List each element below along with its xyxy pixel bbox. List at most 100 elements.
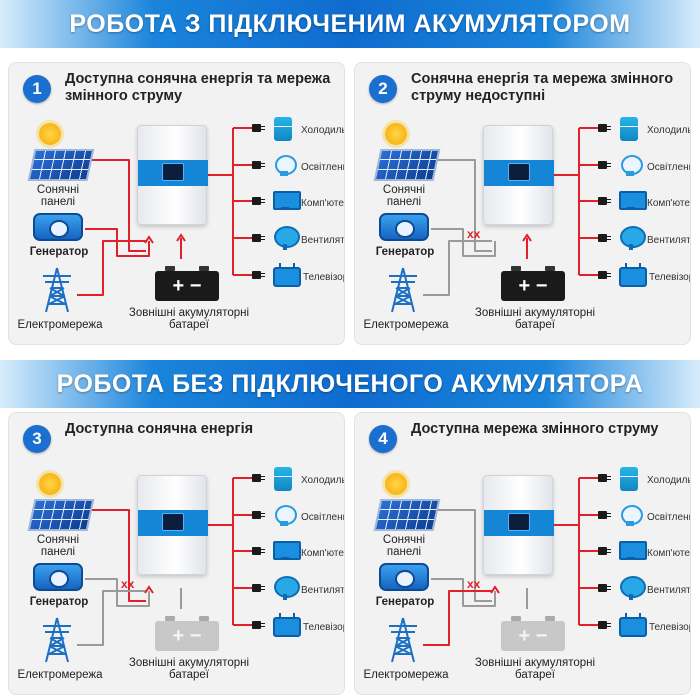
battery-icon: + − [501, 616, 565, 651]
generator-icon [379, 563, 429, 591]
plug-icon [598, 271, 611, 279]
solar-panel-icon [27, 149, 95, 181]
bulb-icon [275, 155, 297, 177]
grid-label: Електромережа [363, 669, 449, 681]
battery-icon: + − [501, 266, 565, 301]
inverter-screen [162, 513, 184, 531]
load-label: Телевізор [303, 622, 345, 633]
inverter-screen [508, 163, 530, 181]
load-label: Освітлення [647, 512, 690, 523]
banner-without-battery: РОБОТА БЕЗ ПІДКЛЮЧЕНОГО АКУМУЛЯТОРА [0, 360, 700, 408]
wire [431, 578, 496, 607]
fridge-icon [274, 467, 292, 491]
grid-label: Електромережа [17, 669, 103, 681]
generator-icon [33, 563, 83, 591]
wiring-diagram [423, 127, 598, 296]
load-label: Холодильник [301, 475, 345, 486]
load-label: Комп'ютери [301, 548, 344, 559]
generator-label: Генератор [29, 596, 89, 608]
battery-label: Зовнішні акумуляторні батареї [474, 657, 596, 681]
plug-icon [598, 161, 611, 169]
plug-icon [598, 511, 611, 519]
battery-symbol: + − [518, 275, 548, 297]
scenario-number: 1 [23, 75, 51, 103]
load-label: Комп'ютери [647, 198, 690, 209]
load-label: Вентилятори [301, 235, 345, 246]
plug-icon [252, 474, 265, 482]
solar-label: Сонячні панелі [36, 534, 80, 558]
computer-icon [619, 541, 647, 561]
fan-icon [620, 576, 646, 600]
fridge-icon [620, 467, 638, 491]
scenario-number: 3 [23, 425, 51, 453]
tv-icon [619, 263, 647, 287]
load-label: Комп'ютери [647, 548, 690, 559]
battery-symbol: + − [518, 625, 548, 647]
wire [91, 159, 146, 252]
battery-symbol: + − [172, 275, 202, 297]
generator-label: Генератор [29, 246, 89, 258]
load-label: Холодильник [301, 125, 345, 136]
bulb-icon [621, 155, 643, 177]
plug-icon [598, 124, 611, 132]
flow-arrow [144, 585, 154, 594]
inverter-screen [162, 163, 184, 181]
solar-panel-icon [373, 499, 441, 531]
sun-icon [39, 123, 61, 145]
plug-icon [598, 584, 611, 592]
inverter-icon [137, 125, 208, 225]
solar-panel-icon [373, 149, 441, 181]
scenario-number: 2 [369, 75, 397, 103]
power-tower-icon [389, 267, 417, 313]
wire [91, 509, 146, 602]
scenario-panel-4: 4 Доступна мережа змінного струму Сонячн… [354, 412, 691, 695]
plug-icon [252, 124, 265, 132]
load-label: Телевізор [649, 622, 691, 633]
inverter-icon [137, 475, 208, 575]
solar-label: Сонячні панелі [36, 184, 80, 208]
scenario-title: Доступна мережа змінного струму [411, 421, 659, 437]
computer-icon [619, 191, 647, 211]
scenario-panel-2: 2 Сонячна енергія та мережа змінного стр… [354, 62, 691, 345]
blocked-mark: xx [467, 577, 481, 591]
power-tower-icon [43, 617, 71, 663]
generator-icon [379, 213, 429, 241]
fan-icon [274, 226, 300, 250]
plug-icon [252, 584, 265, 592]
plug-icon [252, 511, 265, 519]
battery-symbol: + − [172, 625, 202, 647]
flow-arrow [144, 235, 154, 244]
solar-label: Сонячні панелі [382, 184, 426, 208]
fridge-icon [274, 117, 292, 141]
scenario-panel-1: 1 Доступна сонячна енергія та мережа змі… [8, 62, 345, 345]
solar-panel-icon [27, 499, 95, 531]
load-label: Освітлення [301, 162, 344, 173]
tv-icon [273, 263, 301, 287]
battery-label: Зовнішні акумуляторні батареї [474, 307, 596, 331]
load-label: Холодильник [647, 125, 691, 136]
bulb-icon [621, 505, 643, 527]
blocked-mark: xx [121, 577, 135, 591]
plug-icon [598, 621, 611, 629]
battery-label: Зовнішні акумуляторні батареї [128, 307, 250, 331]
load-label: Вентилятори [647, 585, 691, 596]
load-label: Телевізор [303, 272, 345, 283]
tv-icon [619, 613, 647, 637]
plug-icon [252, 234, 265, 242]
generator-label: Генератор [375, 596, 435, 608]
plug-icon [598, 197, 611, 205]
wire [85, 228, 150, 257]
load-label: Холодильник [647, 475, 691, 486]
battery-label: Зовнішні акумуляторні батареї [128, 657, 250, 681]
battery-icon: + − [155, 266, 219, 301]
load-label: Освітлення [647, 162, 690, 173]
wiring-diagram [77, 477, 252, 646]
fan-icon [620, 226, 646, 250]
flow-arrow [490, 585, 500, 594]
scenario-title: Доступна сонячна енергія [65, 421, 254, 437]
solar-label: Сонячні панелі [382, 534, 426, 558]
plug-icon [252, 197, 265, 205]
wire [85, 578, 150, 607]
plug-icon [252, 271, 265, 279]
power-tower-icon [43, 267, 71, 313]
